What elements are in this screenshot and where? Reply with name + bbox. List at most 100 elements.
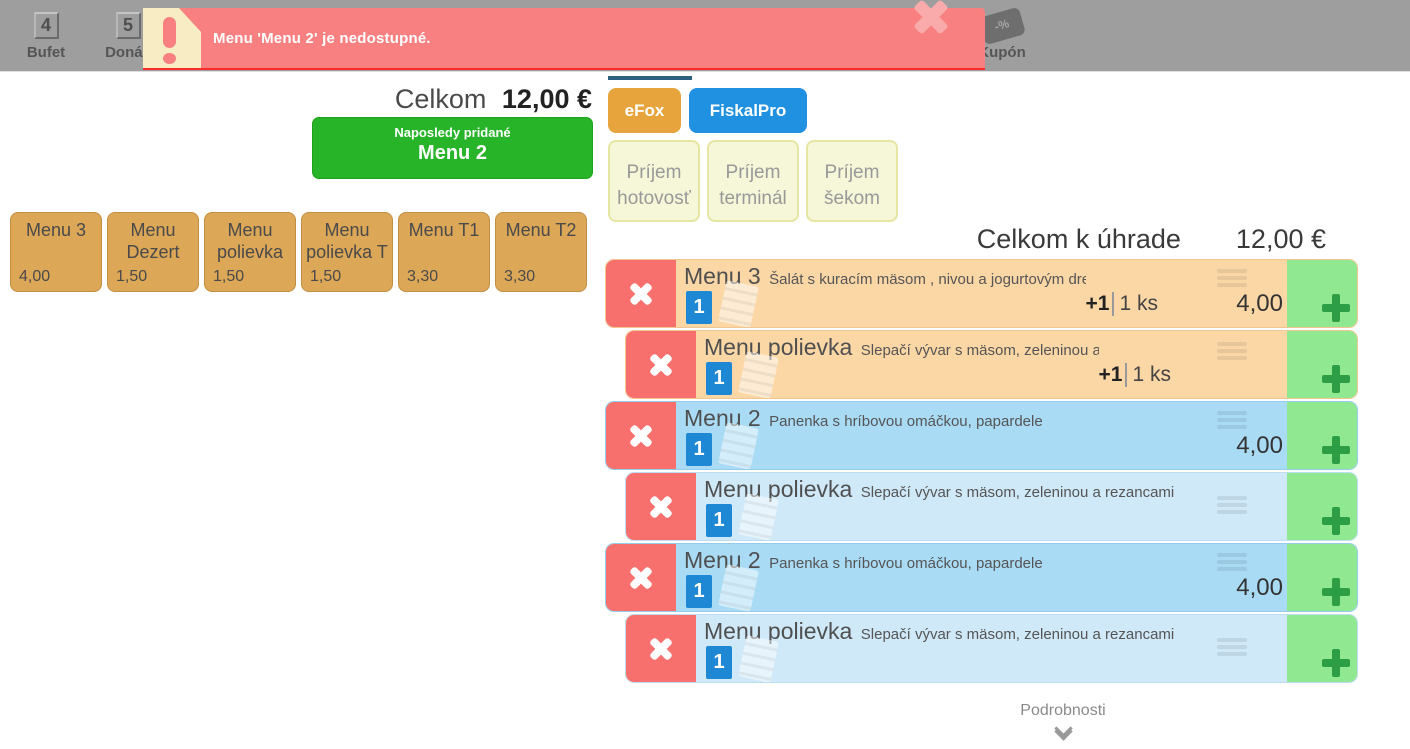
item-description: Slepačí vývar s mäsom, zeleninou a rezan… [860,484,1175,501]
unit-quantity: 1 ks [1119,292,1158,315]
delete-item-button[interactable] [626,331,696,398]
order-list: Menu 3 Šalát s kuracím mäsom , nivou a j… [605,259,1358,685]
note-icon [737,635,780,682]
item-name: Menu polievka [704,334,853,360]
quantity-badge: 1 [686,291,712,324]
top-bar: 4 Bufet 5 Donáš -% Kupón Menu 'Menu 2' j… [0,0,1410,72]
fiskalpro-button[interactable]: FiskalPro [689,88,807,133]
notification-banner: Menu 'Menu 2' je nedostupné. [143,8,985,70]
drag-handle[interactable] [1217,638,1247,659]
order-item-row: Menu 2 Panenka s hríbovou omáčkou, papar… [605,401,1358,470]
prijem-terminal-button[interactable]: Príjem terminál [707,140,799,222]
menu-button-menu-polievka[interactable]: Menu polievka 1,50 [204,212,296,292]
order-item-body[interactable]: Menu 2 Panenka s hríbovou omáčkou, papar… [676,402,1287,469]
add-item-button[interactable] [1287,331,1357,398]
menu-button-name: Menu Dezert [126,220,180,262]
order-item-body[interactable]: Menu 3 Šalát s kuracím mäsom , nivou a j… [676,260,1287,327]
bufet-label: Bufet [26,44,66,61]
menu-button-price: 1,50 [213,268,245,285]
payment-method-buttons: Príjem hotovosť Príjem terminál Príjem š… [608,140,898,222]
total-value: 12,00 € [501,84,592,114]
menu-button-name: Menu polievka T [306,220,388,262]
order-item-row: Menu polievka Slepačí vývar s mäsom, zel… [625,330,1358,399]
add-item-button[interactable] [1287,544,1357,611]
prijem-hotovost-button[interactable]: Príjem hotovosť [608,140,700,222]
menu-button-menu-3[interactable]: Menu 3 4,00 [10,212,102,292]
menu-button-menu-dezert[interactable]: Menu Dezert 1,50 [107,212,199,292]
coupon-icon: -% [977,6,1027,46]
key-5-icon: 5 [115,12,141,39]
last-added-button[interactable]: Naposledy pridané Menu 2 [312,117,593,179]
menu-button-menu-t1[interactable]: Menu T1 3,30 [398,212,490,292]
drag-handle[interactable] [1217,496,1247,517]
order-item-row: Menu polievka Slepačí vývar s mäsom, zel… [625,472,1358,541]
item-description: Šalát s kuracím mäsom , nivou a jogurtov… [769,271,1085,288]
order-item-row: Menu 3 Šalát s kuracím mäsom , nivou a j… [605,259,1358,328]
total-label: Celkom [394,84,487,114]
quantity-badge: 1 [686,575,712,608]
delete-item-button[interactable] [626,615,696,682]
exclamation-icon [163,17,176,64]
delete-item-button[interactable] [606,402,676,469]
quantity-badge: 1 [706,362,732,395]
note-icon [717,422,760,469]
fiscal-provider-buttons: eFox FiskalPro [608,88,807,133]
notification-close-button[interactable] [931,17,975,61]
delete-item-button[interactable] [626,473,696,540]
drag-handle[interactable] [1217,269,1247,290]
menu-button-name: Menu T1 [408,220,480,240]
add-item-button[interactable] [1287,402,1357,469]
order-item-row: Menu polievka Slepačí vývar s mäsom, zel… [625,614,1358,683]
order-item-body[interactable]: Menu polievka Slepačí vývar s mäsom, zel… [696,331,1287,398]
note-icon [717,280,760,327]
menu-button-name: Menu polievka [216,220,284,262]
menu-button-price: 3,30 [504,268,536,285]
item-name: Menu polievka [704,618,853,644]
total-line: Celkom 12,00 € [200,84,592,115]
item-price: 4,00 [1236,432,1283,459]
quantity-badge: 1 [686,433,712,466]
notification-message: Menu 'Menu 2' je nedostupné. [213,29,431,47]
order-item-body[interactable]: Menu polievka Slepačí vývar s mäsom, zel… [696,473,1287,540]
donaska-button[interactable]: 5 Donáš [98,12,158,61]
menu-button-price: 1,50 [310,268,342,285]
drag-handle[interactable] [1217,411,1247,432]
order-item-body[interactable]: Menu 2 Panenka s hríbovou omáčkou, papar… [676,544,1287,611]
item-description: Panenka s hríbovou omáčkou, papardele [769,413,1043,430]
delete-item-button[interactable] [606,544,676,611]
add-item-button[interactable] [1287,473,1357,540]
drag-handle[interactable] [1217,342,1247,363]
menu-button-name: Menu 3 [25,220,87,240]
menu-button-menu-t2[interactable]: Menu T2 3,30 [495,212,587,292]
prijem-sekom-button[interactable]: Príjem šekom [806,140,898,222]
divider [1112,292,1115,316]
bufet-button[interactable]: 4 Bufet [16,12,76,61]
delete-item-button[interactable] [606,260,676,327]
item-description: Slepačí vývar s mäsom, zeleninou a rezan… [860,626,1175,643]
add-item-button[interactable] [1287,260,1357,327]
kupon-label: Kupón [978,44,1026,61]
menu-button-price: 1,50 [116,268,148,285]
details-expander[interactable]: Podrobnosti [980,702,1146,741]
unit-quantity: 1 ks [1132,363,1171,386]
drag-handle[interactable] [1217,553,1247,574]
efox-button[interactable]: eFox [608,88,681,133]
order-item-body[interactable]: Menu polievka Slepačí vývar s mäsom, zel… [696,615,1287,682]
due-value: 12,00 € [1235,224,1326,254]
menu-button-price: 4,00 [19,268,51,285]
kupon-button[interactable]: -% Kupón [972,6,1032,61]
menu-button-price: 3,30 [407,268,439,285]
add-item-button[interactable] [1287,615,1357,682]
last-added-item: Menu 2 [418,142,487,164]
menu-button-menu-polievka-t[interactable]: Menu polievka T 1,50 [301,212,393,292]
quantity-badge: 1 [706,646,732,679]
notification-accent-panel [143,8,201,68]
details-label: Podrobnosti [1020,702,1106,719]
item-price: 4,00 [1236,290,1283,317]
added-quantity: +1 [1098,363,1123,386]
quantity-badge: 1 [706,504,732,537]
note-icon [737,351,780,398]
item-price: 4,00 [1236,574,1283,601]
added-quantity: +1 [1085,292,1110,315]
order-item-row: Menu 2 Panenka s hríbovou omáčkou, papar… [605,543,1358,612]
